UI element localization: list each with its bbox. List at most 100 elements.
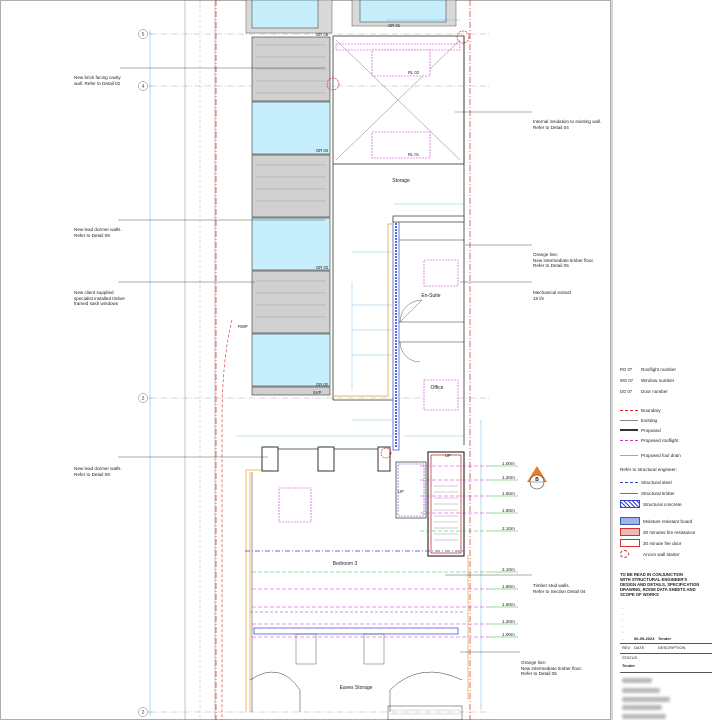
grid-bubble-5 [138,29,148,39]
grid-bubble-2 [138,707,148,717]
tag-rwp: RWP [238,324,248,329]
tag-up: UP [445,453,451,458]
grid-bubbles: 5 4 3 2 [138,29,148,717]
level-label: 1.00m [502,461,515,466]
rooflight [371,49,431,77]
rev-rule [620,643,712,644]
note-timber-stud: Timber stud walls.Refer to Section Detai… [533,583,586,594]
level-label: 1.80m [502,508,515,513]
section-marker-b: B [527,466,547,490]
room-label-bedroom: Bedroom 3 [333,561,358,567]
wall-panel [251,270,331,334]
rooflight [423,259,459,287]
tag-gr03: GR 03 [316,265,329,270]
rev-description: Tender [658,636,672,641]
note-orange-line-2: Orange line:New intermediate timber floo… [521,660,583,677]
level-label: 2.10m [502,526,515,531]
note-orange-line: Orange line:New intermediate timber floo… [533,252,595,269]
level-label: 1.00m [502,632,515,637]
note-dormer-walls-2: New lead dormer walls.Refer to Detail 09 [74,466,122,477]
wall-panel [251,386,331,396]
legend-structural-heading: Refer to structural engineer: [620,467,677,472]
grid-bubble-3 [138,393,148,403]
status-label: STATUS [622,655,638,660]
legend-structural-steel: Structural steel [620,477,716,487]
level-label: 2.10m [502,567,515,572]
glazing-panel [251,333,331,387]
grid-line-column [184,0,216,720]
boundary-lines [215,0,471,720]
level-label: 1.20m [502,475,515,480]
status-value: Tender [622,663,636,668]
legend-rooflight-swatch [620,439,638,447]
legend-fire-resistance: 30 minutes fire resistance [620,527,716,537]
redacted-text [622,678,652,683]
grid-bubble-4 [138,81,148,91]
legend-structural-concrete: Structural concrete [620,499,716,509]
rev-rule-2 [620,653,712,654]
proposed-drain-lines [245,223,469,712]
grid-label-4: 4 [142,84,145,90]
structural-steel-wall [392,215,465,451]
rooflight [278,487,312,523]
section-marker-label: B [535,477,539,483]
room-outline [332,35,465,445]
note-internal-insulation: Internal insulation to existing wall.Ref… [533,119,602,130]
room-labels: Storage En-Suite Office Bedroom 3 Eaves … [333,178,444,691]
rev-date: 06-05-2023 [634,636,655,641]
legend-moisture-swatch [620,517,640,525]
small-dimensions [236,19,464,437]
door-swings [399,299,423,363]
level-label: 1.50m [502,602,515,607]
redacted-text [622,714,666,719]
legend-timber-swatch [620,492,638,500]
tag-gr05: GR 05 [316,32,329,37]
leader-lines [118,67,532,653]
glazing-panel [251,101,331,155]
rooflight-top [359,0,447,23]
grid-label-2: 2 [142,710,145,716]
rooflights [278,49,459,523]
redacted-text [622,697,670,702]
legend-proposed-swatch [620,429,638,437]
legend-proposed-rooflight: Proposed rooflight [620,435,716,445]
level-label: 1.50m [502,491,515,496]
left-boundary-curve [221,319,233,720]
redacted-text [622,688,660,693]
note-dormer-walls: New lead dormer walls.Refer to Detail 09 [74,227,122,238]
tag-rl01: RL 01 [408,152,420,157]
tag-up-2: UP [398,489,404,494]
room-label-storage: Storage [392,178,410,184]
level-label: 1.80m [502,584,515,589]
legend-steel-swatch [620,481,638,489]
rev-number: - [622,636,624,641]
legend-drain-swatch [620,454,638,462]
room-label-en-suite: En-Suite [421,293,440,299]
rooflight [371,131,431,159]
legend-fire-door-swatch [620,539,640,547]
rooflight-outline [335,43,461,51]
legend-proposed: Proposed [620,425,716,435]
partitions [399,239,464,343]
tag-gr04: GR 04 [316,148,329,153]
room-label-eaves: Eaves Storage [340,685,373,691]
ceiling-level-lines: 1.00m 1.20m 1.50m 1.80m 2.10m 2.10m 1.80m 1.50m… [252,461,518,638]
redacted-text [622,705,662,710]
legend-boundary-swatch [620,409,638,417]
legend-boundary: Boundary [620,405,716,415]
room-label-office: Office [431,385,444,391]
vertical-dimensions [148,30,482,716]
legend-concrete-swatch [620,500,640,508]
legend-existing-swatch [620,419,638,427]
legend-foul-drain: Proposed foul drain [620,450,716,460]
level-label: 1.20m [502,619,515,624]
left-elevation-strip [251,36,331,396]
tag-gr01: GR 01 [388,23,401,28]
legend-ancon-starter: Ancon wall starter [620,549,716,559]
read-in-conjunction-note: TO BE READ IN CONJUNCTION WITH STRUCTURA… [620,572,700,597]
